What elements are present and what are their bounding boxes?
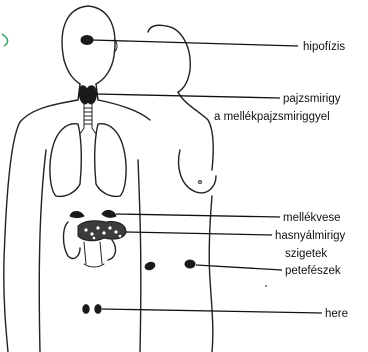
female-nipple: [199, 181, 202, 184]
leader-pituitary: [92, 40, 298, 46]
label-adrenal: mellékvese: [283, 212, 341, 224]
ovary-right: [185, 260, 195, 268]
female-neck-shoulder: [178, 92, 213, 170]
abdominal-organs: [64, 210, 127, 267]
pituitary-gland: [81, 36, 93, 45]
vessel-right: [100, 242, 102, 264]
label-pituitary: hipofízis: [303, 41, 345, 53]
male-head: [62, 6, 115, 84]
right-lung: [95, 124, 126, 197]
female-figure: [148, 25, 216, 352]
male-right-side: [138, 160, 141, 352]
label-parathyroid: a mellékpajzsmiriggyel: [214, 111, 330, 123]
leader-thyroid: [96, 94, 280, 98]
vessel-left: [84, 242, 86, 264]
testis-right: [95, 305, 101, 314]
adrenal-gland-left: [70, 212, 84, 218]
adrenal-gland-right: [102, 210, 116, 217]
label-pancreas: hasnyálmirigy: [275, 230, 346, 242]
label-ovaries: petefészek: [285, 265, 341, 277]
left-lung: [50, 124, 81, 197]
label-thyroid: pajzsmirigy: [283, 93, 341, 105]
male-jaw: [64, 60, 80, 84]
label-testes: here: [325, 308, 348, 320]
speck: [265, 285, 267, 287]
male-figure: [4, 6, 150, 352]
trachea: [80, 104, 96, 134]
female-breast: [179, 150, 216, 193]
female-side: [209, 196, 213, 352]
testis-left: [83, 305, 89, 314]
margin-mark: [2, 34, 8, 46]
male-left-inner-arm: [39, 150, 46, 352]
thyroid-gland: [79, 86, 96, 104]
male-right-shoulder: [98, 100, 150, 120]
female-head: [148, 25, 190, 92]
vessel-base: [84, 264, 104, 267]
label-islets: szigetek: [285, 248, 327, 260]
leader-pancreas: [126, 232, 272, 235]
kidney-right: [108, 240, 115, 260]
ovary-left: [144, 261, 156, 271]
